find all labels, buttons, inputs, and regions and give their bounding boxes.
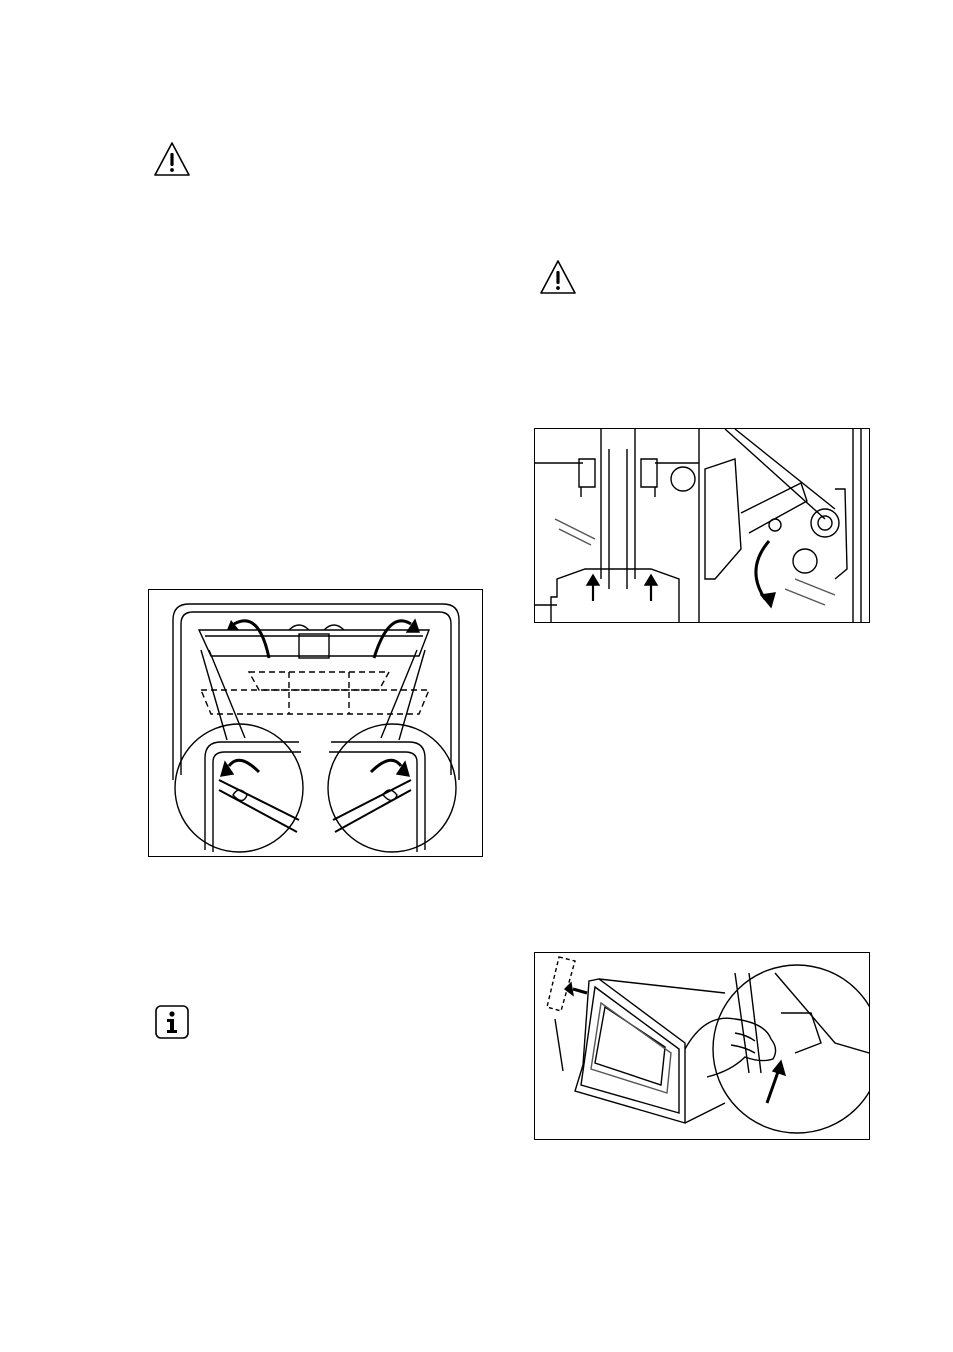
door-hinge-figure (534, 428, 870, 623)
shelf-support-figure (148, 589, 483, 857)
door-panel-figure (534, 952, 870, 1140)
shelf-support-illustration (149, 590, 482, 856)
warning-icon (152, 140, 192, 178)
info-icon (154, 1004, 190, 1040)
door-panel-illustration (535, 953, 869, 1139)
door-hinge-illustration (535, 429, 869, 622)
warning-icon (538, 258, 578, 296)
